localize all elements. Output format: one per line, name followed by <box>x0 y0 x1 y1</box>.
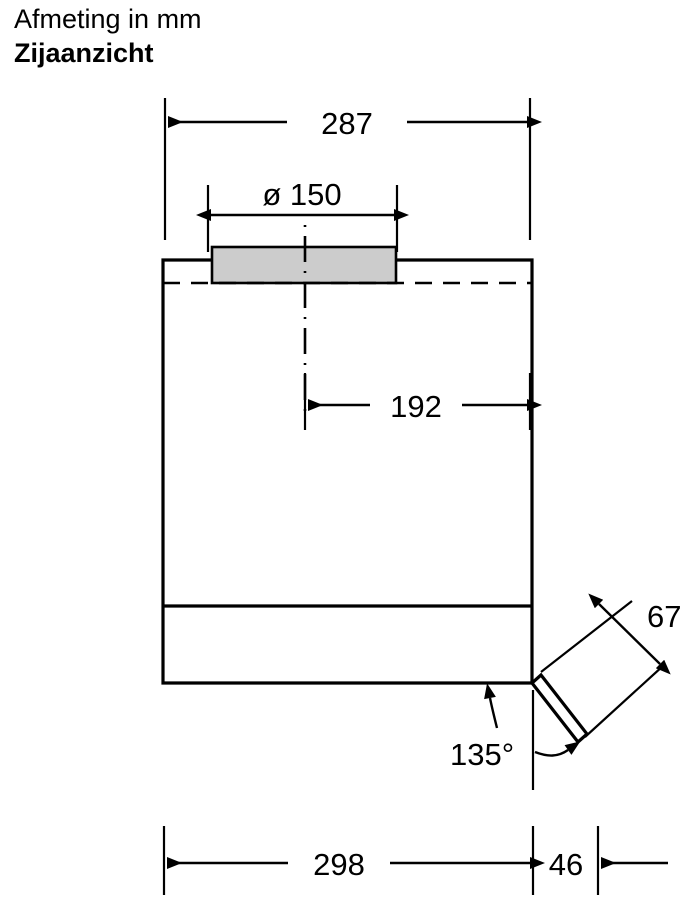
dimension-46: 46 <box>549 826 668 895</box>
drawing-title-units: Afmeting in mm <box>14 4 202 34</box>
dimension-label-150: ø 150 <box>262 177 341 212</box>
ext-line-67-upper <box>540 600 633 673</box>
dimension-label-298: 298 <box>313 847 365 882</box>
angled-flap <box>529 672 590 745</box>
ext-line-67-lower <box>584 664 665 738</box>
dimension-label-46: 46 <box>549 847 583 882</box>
appliance-body-outline <box>161 258 534 685</box>
dimension-67: 67 <box>540 593 681 738</box>
dimension-diameter-150: ø 150 <box>196 177 409 252</box>
drawing-title-view: Zijaanzicht <box>14 38 154 68</box>
drawing-title-block: Afmeting in mm Zijaanzicht <box>14 2 414 70</box>
dimension-298: 298 <box>162 826 545 895</box>
dimension-label-192: 192 <box>390 389 442 424</box>
dim-line-67 <box>588 593 671 675</box>
dimension-label-287: 287 <box>321 106 373 141</box>
leader-135-to-flap <box>534 741 581 757</box>
dimension-287: 287 <box>163 98 542 240</box>
leader-135-to-body <box>484 683 499 729</box>
dimension-label-135: 135° <box>450 737 514 772</box>
dimension-192: 192 <box>303 373 542 430</box>
dimension-angle-135: 135° <box>450 683 581 790</box>
dimension-label-67: 67 <box>647 599 681 634</box>
